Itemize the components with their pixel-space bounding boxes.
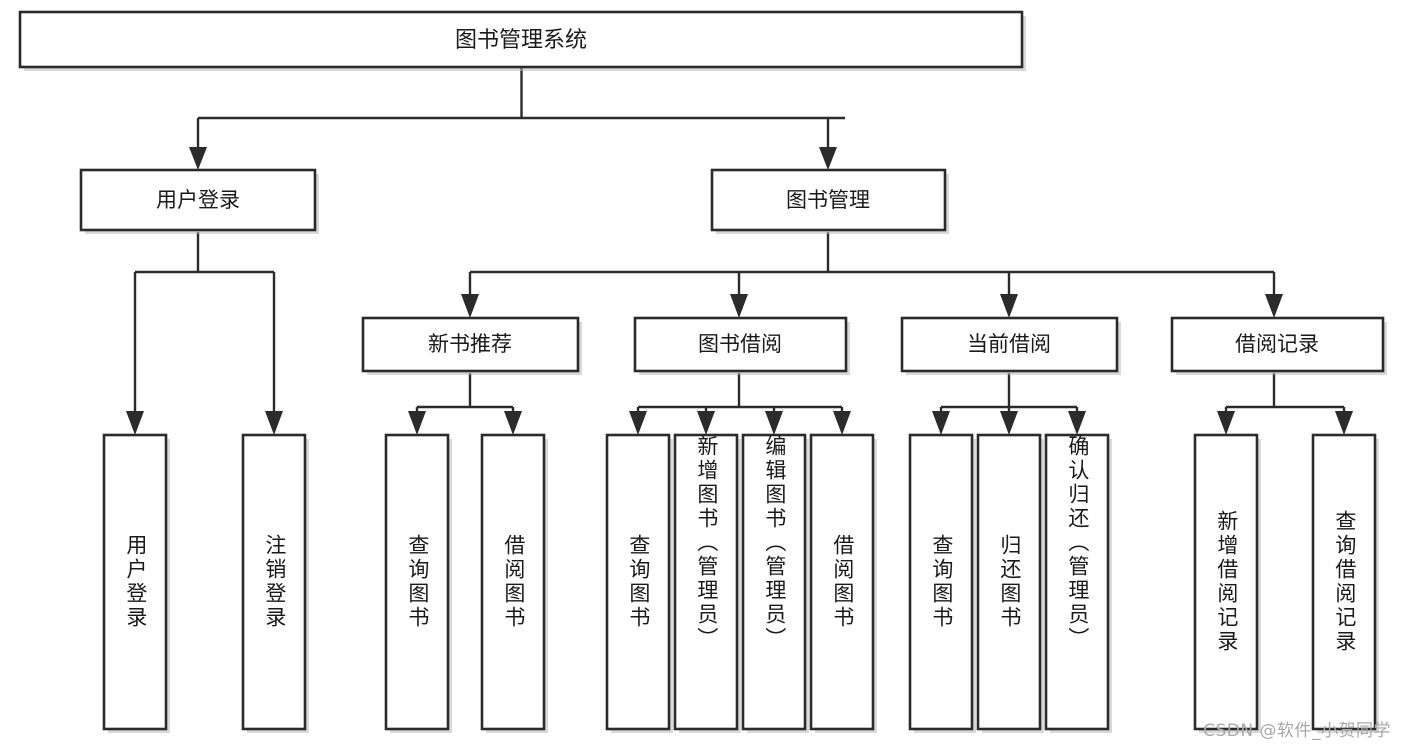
arrowhead-leaf-query-book-1: [408, 411, 426, 435]
node-root[interactable]: 图书管理系统: [18, 10, 1026, 71]
leaf-box-query-record[interactable]: [1311, 433, 1377, 731]
leaf-box-return-book[interactable]: [976, 433, 1042, 731]
leaf-box-confirm-return[interactable]: [1044, 433, 1110, 731]
arrowhead-leaf-logout-login: [265, 411, 283, 435]
leaf-box-query-book-3[interactable]: [908, 433, 974, 731]
arrowhead-leaf-user-login: [126, 411, 144, 435]
arrowhead-leaf-edit-book: [765, 411, 783, 435]
node-book-management-box: [710, 168, 947, 232]
leaf-box-layer: [102, 433, 1379, 733]
node-user-login-box: [79, 168, 317, 232]
node-new-book-recommend-label: 新书推荐: [428, 332, 512, 356]
node-book-borrow-label: 图书借阅: [698, 332, 782, 356]
arrowhead-leaf-add-book: [697, 411, 715, 435]
connector-layer: [126, 67, 1353, 435]
arrowhead-leaf-add-record: [1217, 411, 1235, 435]
node-current-borrow[interactable]: 当前借阅: [900, 316, 1121, 375]
arrowhead-current-borrow: [1000, 294, 1018, 318]
arrowhead-leaf-confirm-return: [1068, 411, 1086, 435]
arrowhead-book-management: [819, 147, 837, 170]
csdn-watermark: CSDN @软件_小贺同学: [1203, 721, 1391, 741]
arrowhead-leaf-query-book-2: [629, 411, 647, 435]
leaf-box-add-book[interactable]: [673, 433, 739, 731]
node-user-login[interactable]: 用户登录: [79, 168, 319, 234]
arrowhead-leaf-borrow-book-2: [833, 411, 851, 435]
arrowhead-new-book-recommend: [461, 294, 479, 318]
arrowhead-user-login: [189, 147, 207, 170]
leaf-box-add-record[interactable]: [1193, 433, 1259, 731]
leaf-box-logout-login[interactable]: [241, 433, 307, 731]
node-book-management-label: 图书管理: [786, 188, 870, 212]
node-new-book-recommend[interactable]: 新书推荐: [361, 316, 582, 375]
node-current-borrow-label: 当前借阅: [967, 332, 1051, 356]
arrowhead-book-borrow: [730, 294, 748, 318]
arrowhead-leaf-query-book-3: [932, 411, 950, 435]
node-borrow-record-label: 借阅记录: [1235, 332, 1319, 356]
leaf-box-user-login[interactable]: [102, 433, 168, 731]
arrowhead-leaf-query-record: [1335, 411, 1353, 435]
node-book-borrow[interactable]: 图书借阅: [633, 316, 850, 375]
node-new-book-recommend-box: [361, 316, 580, 373]
leaf-box-edit-book[interactable]: [741, 433, 807, 731]
leaf-box-borrow-book-2[interactable]: [809, 433, 875, 731]
node-current-borrow-box: [900, 316, 1119, 373]
node-user-login-label: 用户登录: [156, 188, 240, 212]
node-book-borrow-box: [633, 316, 848, 373]
arrowhead-leaf-borrow-book-1: [504, 411, 522, 435]
node-root-label: 图书管理系统: [455, 28, 587, 53]
node-book-management[interactable]: 图书管理: [710, 168, 949, 234]
leaf-box-query-book-1[interactable]: [384, 433, 450, 731]
node-root-box: [18, 10, 1024, 69]
node-borrow-record[interactable]: 借阅记录: [1170, 316, 1387, 375]
arrowhead-leaf-return-book: [1000, 411, 1018, 435]
leaf-box-borrow-book-1[interactable]: [480, 433, 546, 731]
node-borrow-record-box: [1170, 316, 1385, 373]
arrowhead-borrow-record: [1265, 294, 1283, 318]
leaf-box-query-book-2[interactable]: [605, 433, 671, 731]
